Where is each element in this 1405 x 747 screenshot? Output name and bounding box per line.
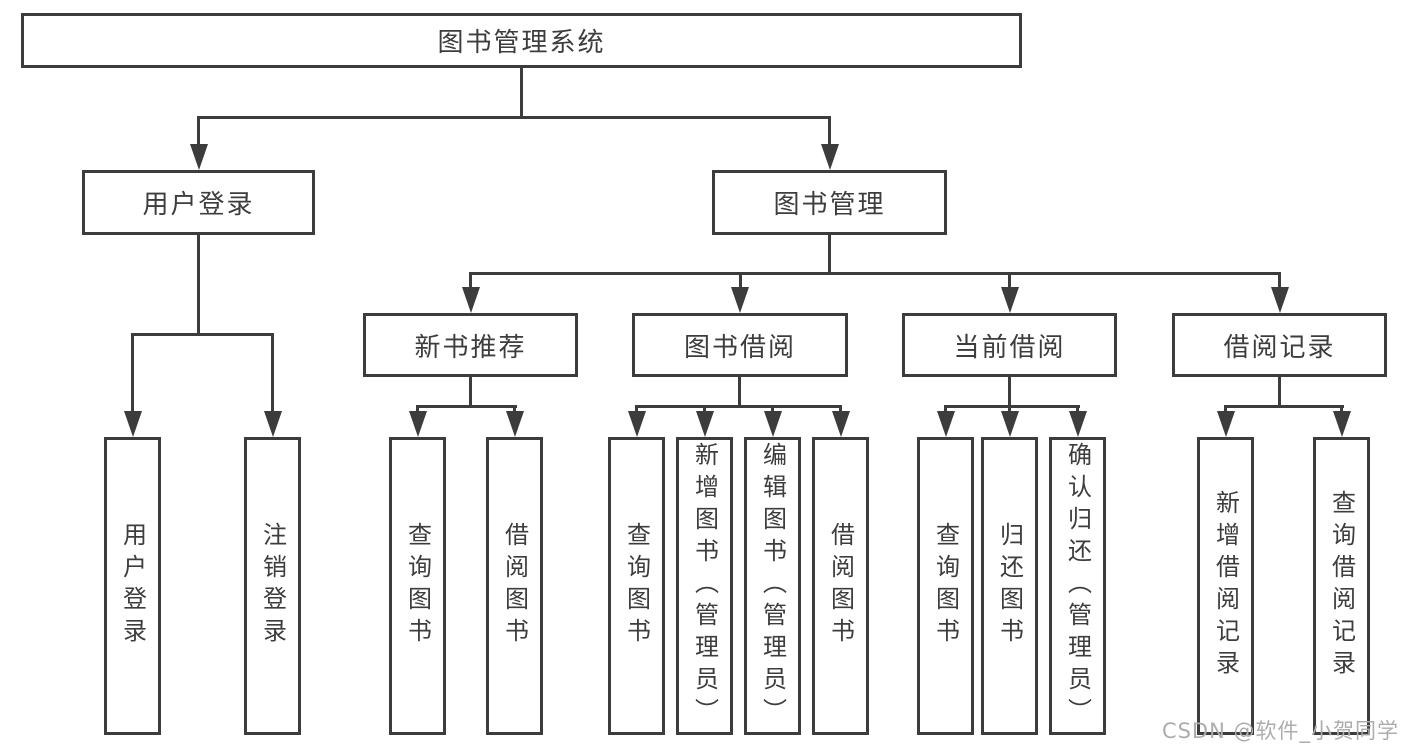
- arrow-down-icon: [628, 411, 646, 437]
- vline: [1224, 405, 1227, 415]
- hline: [469, 272, 1281, 275]
- arrow-down-icon: [264, 411, 282, 437]
- leaf-return-books-label: 归还图书: [995, 522, 1024, 650]
- node-new-book-recommend-label: 新书推荐: [414, 332, 527, 363]
- vline: [1008, 377, 1011, 408]
- leaf-user-login: 用户登录: [104, 437, 161, 735]
- leaf-borrow-books-borrowing: 借阅图书: [812, 437, 869, 735]
- vline: [1008, 272, 1011, 290]
- arrow-down-icon: [506, 411, 524, 437]
- leaf-query-books-borrowing: 查询图书: [608, 437, 665, 735]
- vline: [1008, 405, 1011, 415]
- node-root: 图书管理系统: [21, 13, 1022, 68]
- node-book-borrowing-label: 图书借阅: [683, 332, 796, 363]
- vline: [839, 405, 842, 415]
- vline: [416, 405, 419, 415]
- node-book-management: 图书管理: [712, 170, 947, 235]
- vline: [520, 66, 523, 119]
- node-borrow-records: 借阅记录: [1172, 313, 1387, 377]
- hline: [944, 405, 1080, 408]
- vline: [635, 405, 638, 415]
- vline: [197, 235, 200, 336]
- node-user-login-label: 用户登录: [142, 190, 255, 220]
- arrow-down-icon: [1217, 411, 1235, 437]
- vline: [197, 116, 200, 148]
- vline: [771, 405, 774, 415]
- leaf-logout: 注销登录: [244, 437, 301, 735]
- arrow-down-icon: [1069, 411, 1087, 437]
- vline: [828, 116, 831, 148]
- arrow-down-icon: [409, 411, 427, 437]
- leaf-add-borrow-record-label: 新增借阅记录: [1211, 490, 1240, 682]
- leaf-confirm-return-admin-label: 确认归还（管理员）: [1063, 442, 1092, 730]
- vline: [1278, 377, 1281, 408]
- leaf-edit-books-admin-label: 编辑图书（管理员）: [758, 442, 787, 730]
- vline: [703, 405, 706, 415]
- vline: [271, 333, 274, 414]
- leaf-query-borrow-record: 查询借阅记录: [1313, 437, 1370, 735]
- hline: [197, 116, 831, 119]
- arrow-down-icon: [832, 411, 850, 437]
- leaf-edit-books-admin: 编辑图书（管理员）: [744, 437, 801, 735]
- arrow-down-icon: [696, 411, 714, 437]
- arrow-down-icon: [1271, 287, 1289, 313]
- leaf-logout-label: 注销登录: [258, 522, 287, 650]
- leaf-borrow-books-recommend: 借阅图书: [486, 437, 543, 735]
- leaf-query-books-recommend-label: 查询图书: [403, 522, 432, 650]
- vline: [513, 405, 516, 415]
- leaf-return-books: 归还图书: [981, 437, 1038, 735]
- vline: [469, 377, 472, 408]
- leaf-user-login-label: 用户登录: [118, 522, 147, 650]
- leaf-query-borrow-record-label: 查询借阅记录: [1327, 490, 1356, 682]
- leaf-query-books-current: 查询图书: [917, 437, 974, 735]
- node-current-borrowing-label: 当前借阅: [953, 332, 1066, 363]
- arrow-down-icon: [731, 287, 749, 313]
- vline: [1076, 405, 1079, 415]
- arrow-down-icon: [821, 144, 839, 170]
- arrow-down-icon: [1001, 411, 1019, 437]
- vline: [944, 405, 947, 415]
- node-book-borrowing: 图书借阅: [632, 313, 848, 377]
- leaf-query-books-borrowing-label: 查询图书: [622, 522, 651, 650]
- leaf-confirm-return-admin: 确认归还（管理员）: [1049, 437, 1106, 735]
- watermark: CSDN @软件_小贺同学: [1161, 719, 1399, 743]
- vline: [1340, 405, 1343, 415]
- vline: [739, 272, 742, 290]
- vline: [738, 377, 741, 408]
- hline: [1224, 405, 1344, 408]
- vline: [828, 235, 831, 275]
- arrow-down-icon: [937, 411, 955, 437]
- arrow-down-icon: [190, 144, 208, 170]
- arrow-down-icon: [764, 411, 782, 437]
- leaf-add-borrow-record: 新增借阅记录: [1197, 437, 1254, 735]
- node-new-book-recommend: 新书推荐: [363, 313, 578, 377]
- node-root-label: 图书管理系统: [437, 28, 606, 58]
- vline: [469, 272, 472, 290]
- vline: [1278, 272, 1281, 290]
- leaf-add-books-admin: 新增图书（管理员）: [676, 437, 733, 735]
- arrow-down-icon: [1333, 411, 1351, 437]
- arrow-down-icon: [1001, 287, 1019, 313]
- leaf-add-books-admin-label: 新增图书（管理员）: [690, 442, 719, 730]
- node-book-management-label: 图书管理: [773, 190, 886, 220]
- hline: [635, 405, 842, 408]
- arrow-down-icon: [124, 411, 142, 437]
- vline: [131, 333, 134, 414]
- leaf-query-books-recommend: 查询图书: [389, 437, 446, 735]
- node-borrow-records-label: 借阅记录: [1223, 332, 1336, 363]
- hline: [131, 333, 274, 336]
- hline: [416, 405, 517, 408]
- arrow-down-icon: [462, 287, 480, 313]
- leaf-borrow-books-recommend-label: 借阅图书: [500, 522, 529, 650]
- leaf-query-books-current-label: 查询图书: [931, 522, 960, 650]
- leaf-borrow-books-borrowing-label: 借阅图书: [826, 522, 855, 650]
- node-user-login: 用户登录: [82, 170, 315, 235]
- node-current-borrowing: 当前借阅: [902, 313, 1117, 377]
